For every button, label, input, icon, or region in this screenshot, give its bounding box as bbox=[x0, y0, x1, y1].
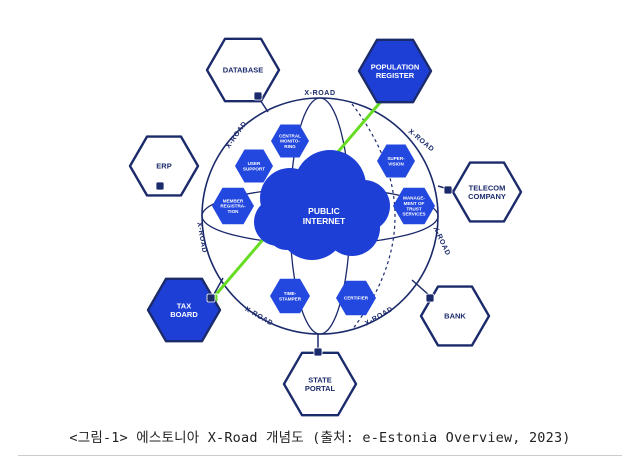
service-label: RING bbox=[284, 144, 296, 149]
service-label: TRUST bbox=[406, 206, 422, 211]
node-erp: ERP bbox=[128, 135, 200, 197]
service-label: MONITO- bbox=[280, 139, 300, 144]
service-label: CENTRAL bbox=[279, 133, 301, 138]
service-hexagon bbox=[235, 149, 273, 183]
service-label: CERTIFIER bbox=[344, 296, 369, 301]
connector-lock-icon bbox=[425, 293, 435, 303]
connector-lock-icon bbox=[313, 347, 323, 357]
service-label: TIME- bbox=[284, 291, 297, 296]
service-label: MENT OF bbox=[404, 201, 425, 206]
connector-lock-icon bbox=[206, 293, 216, 303]
node-hexagon bbox=[128, 135, 200, 197]
service-supervision: SUPER-VISION bbox=[377, 144, 415, 178]
connector-line bbox=[411, 279, 431, 297]
cloud-base bbox=[268, 210, 378, 250]
service-label: MANAGE- bbox=[403, 196, 425, 201]
node-label: POPULATION bbox=[371, 62, 420, 71]
node-label: STATE bbox=[308, 375, 331, 384]
node-hexagon bbox=[205, 37, 281, 103]
node-label: TELECOM bbox=[469, 183, 506, 192]
service-hexagon bbox=[271, 124, 309, 158]
service-label: MEMBER bbox=[223, 198, 244, 203]
x-road-label: X-ROAD bbox=[225, 120, 249, 150]
cloud-label: INTERNET bbox=[303, 216, 346, 226]
service-hexagon bbox=[270, 278, 310, 314]
service-hexagon bbox=[393, 187, 435, 225]
service-hexagon bbox=[377, 144, 415, 178]
service-label: SUPPORT bbox=[243, 166, 265, 171]
node-label: DATABASE bbox=[223, 66, 264, 75]
x-road-label: X-ROAD bbox=[304, 90, 335, 97]
node-label: BANK bbox=[444, 312, 466, 321]
service-certifier: CERTIFIER bbox=[336, 280, 376, 316]
node-hexagon bbox=[282, 351, 358, 417]
node-hexagon bbox=[146, 277, 222, 343]
service-hexagon bbox=[336, 280, 376, 316]
node-label: COMPANY bbox=[468, 192, 506, 201]
service-label: SUPER- bbox=[387, 156, 405, 161]
node-hexagon bbox=[451, 161, 523, 223]
inner-services: CENTRALMONITO-RINGUSERSUPPORTMEMBERREGIS… bbox=[212, 124, 435, 316]
service-label: REGISTRA- bbox=[220, 204, 246, 209]
node-label: PORTAL bbox=[305, 384, 336, 393]
node-label: TAX bbox=[177, 301, 191, 310]
service-label: STAMPER bbox=[279, 296, 302, 301]
connector-lock-icon bbox=[155, 181, 165, 191]
figure-caption: <그림-1> 에스토니아 X-Road 개념도 (출처: e-Estonia O… bbox=[69, 430, 571, 446]
node-database: DATABASE bbox=[205, 37, 281, 103]
node-hexagon bbox=[419, 285, 491, 347]
service-label: USER bbox=[248, 161, 261, 166]
service-hexagon bbox=[212, 187, 254, 225]
divider bbox=[18, 455, 622, 456]
service-label: TION bbox=[228, 209, 240, 214]
service-time-stamper: TIME-STAMPER bbox=[270, 278, 310, 314]
node-label: REGISTER bbox=[376, 71, 415, 80]
service-label: VISION bbox=[388, 161, 404, 166]
x-road-label: X-ROAD bbox=[243, 306, 274, 328]
connector-lock-icon bbox=[443, 185, 453, 195]
node-label: ERP bbox=[156, 162, 171, 171]
service-label: SERVICES bbox=[402, 212, 425, 217]
x-road-label: X-ROAD bbox=[195, 222, 207, 254]
cloud-label: PUBLIC bbox=[308, 206, 340, 216]
node-label: BOARD bbox=[170, 310, 198, 319]
connector-lock-icon bbox=[253, 91, 263, 101]
node-bank: BANK bbox=[419, 285, 491, 347]
node-hexagon bbox=[357, 38, 433, 104]
